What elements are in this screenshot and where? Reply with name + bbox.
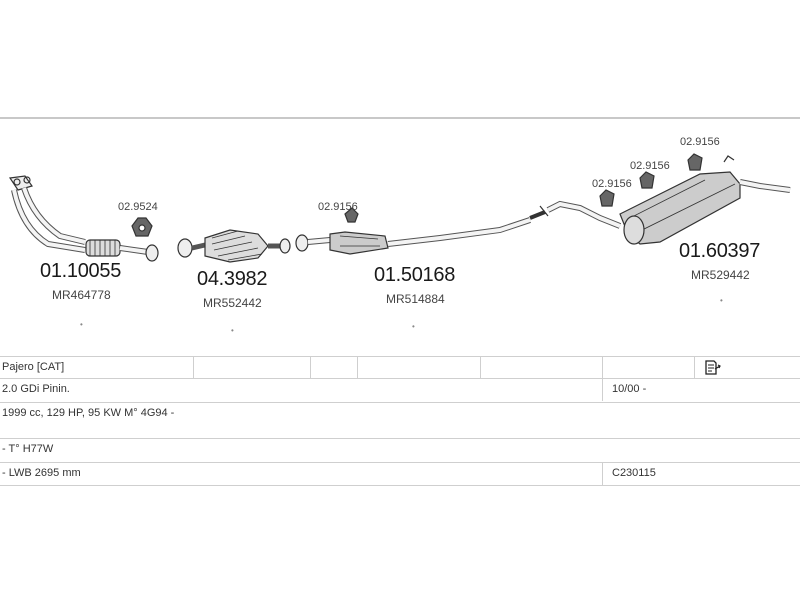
cell-divider [480, 357, 481, 379]
clamp-part-number: 02.9524 [118, 201, 158, 213]
exhaust-drawing [8, 153, 791, 263]
rear-hanger-part-number-2: 02.9156 [630, 160, 670, 172]
spec-row-wheelbase: - LWB 2695 mm C230115 [0, 462, 800, 486]
engine-details: 1999 cc, 129 HP, 95 KW M° 4G94 - [2, 407, 175, 419]
clamp-drawing [131, 217, 153, 237]
front-pipe-drawing [8, 175, 159, 262]
engine-label: 2.0 GDi Pinin. [2, 383, 70, 395]
date-label: 10/00 - [612, 383, 647, 395]
middle-silencer-oem-number: MR514884 [386, 292, 445, 306]
middle-silencer-part-number: 01.50168 [374, 264, 456, 286]
exhaust-diagram: 02.9524 01.10055 MR464778 • 04.3982 MR55… [0, 118, 800, 358]
cell-divider [602, 357, 603, 379]
top-border [0, 117, 800, 119]
cell-divider [193, 357, 194, 379]
spec-row-model: Pajero [CAT] [0, 356, 800, 379]
rear-hanger-part-number-3: 02.9156 [680, 136, 720, 148]
rear-silencer-dot: • [720, 296, 723, 305]
front-pipe-dot: • [80, 320, 83, 329]
code-label: C230115 [612, 467, 656, 479]
front-pipe-part-number: 01.10055 [40, 260, 122, 282]
cell-divider [310, 357, 311, 379]
front-pipe-oem-number: MR464778 [52, 288, 111, 302]
wheelbase-label: - LWB 2695 mm [2, 467, 81, 479]
type-label: - T° H77W [2, 443, 54, 455]
middle-silencer-drawing [295, 205, 549, 255]
rear-silencer-drawing [546, 153, 791, 245]
document-arrow-icon[interactable] [704, 360, 722, 376]
middle-hanger-part-number: 02.9156 [318, 201, 358, 213]
model-label: Pajero [CAT] [2, 361, 65, 373]
rear-silencer-part-number: 01.60397 [679, 240, 761, 262]
rear-silencer-oem-number: MR529442 [691, 268, 750, 282]
catalyst-dot: • [231, 326, 234, 335]
cell-divider [357, 357, 358, 379]
spec-row-type: - T° H77W [0, 438, 800, 461]
cell-divider [602, 463, 603, 485]
spec-row-details: 1999 cc, 129 HP, 95 KW M° 4G94 - [0, 402, 800, 425]
catalyst-part-number: 04.3982 [197, 268, 268, 290]
middle-silencer-dot: • [412, 322, 415, 331]
catalyst-oem-number: MR552442 [203, 296, 262, 310]
rear-hanger-part-number-1: 02.9156 [592, 178, 632, 190]
catalyst-drawing [177, 229, 291, 263]
spec-row-engine: 2.0 GDi Pinin. 10/00 - [0, 378, 800, 401]
cell-divider [602, 379, 603, 401]
cell-divider [694, 357, 695, 379]
